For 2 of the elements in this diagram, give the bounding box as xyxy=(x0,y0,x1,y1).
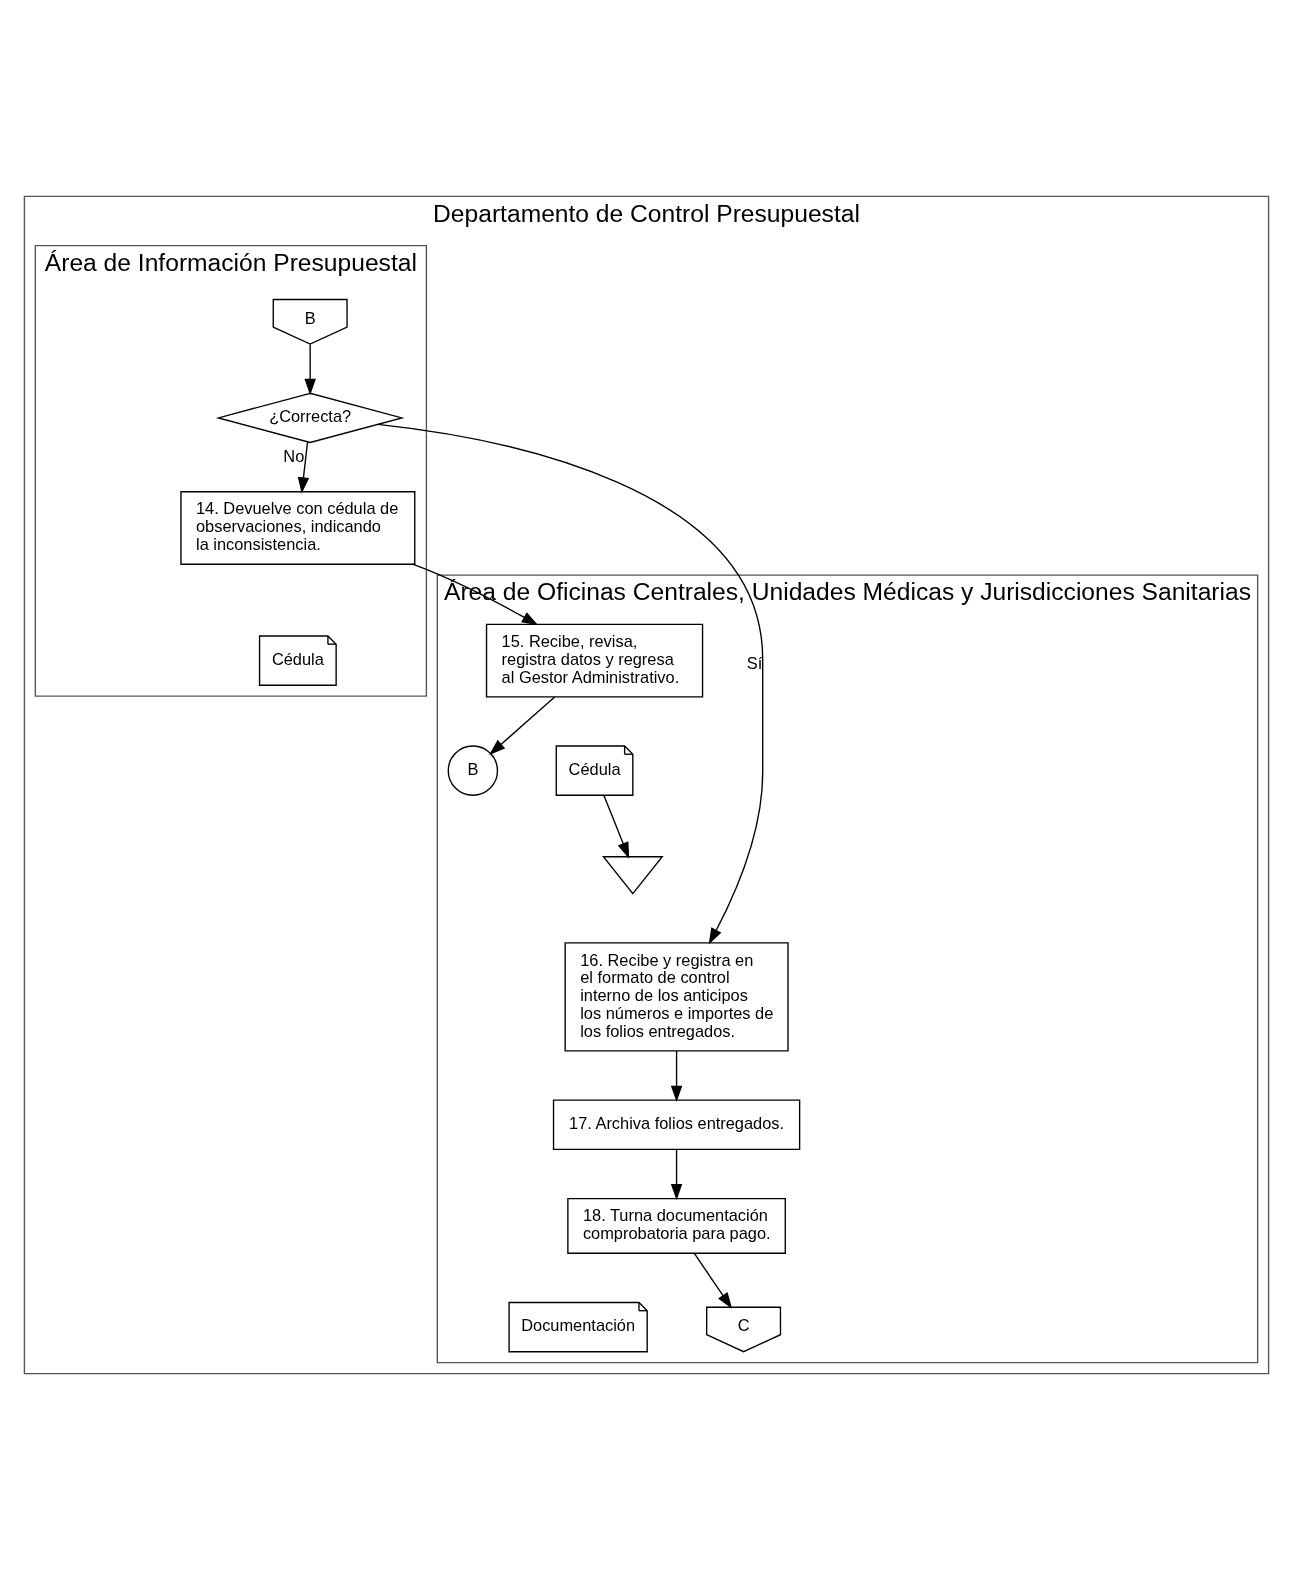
edge-label: Sí xyxy=(746,653,763,672)
edge-label: No xyxy=(283,447,305,466)
